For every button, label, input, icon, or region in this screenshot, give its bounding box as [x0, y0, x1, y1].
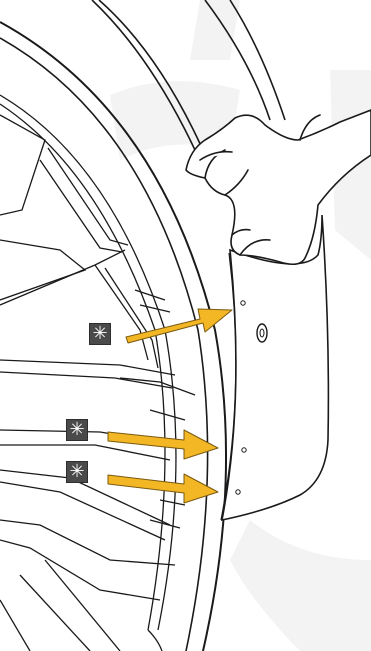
arrow-middle: [108, 430, 218, 459]
arrow-lower: [108, 474, 218, 503]
fastener-marker-lower: ✳: [66, 461, 88, 483]
fastener-marker-middle: ✳: [66, 419, 88, 441]
fastener-marker-upper: ✳: [89, 323, 111, 345]
arrows: [108, 309, 232, 503]
